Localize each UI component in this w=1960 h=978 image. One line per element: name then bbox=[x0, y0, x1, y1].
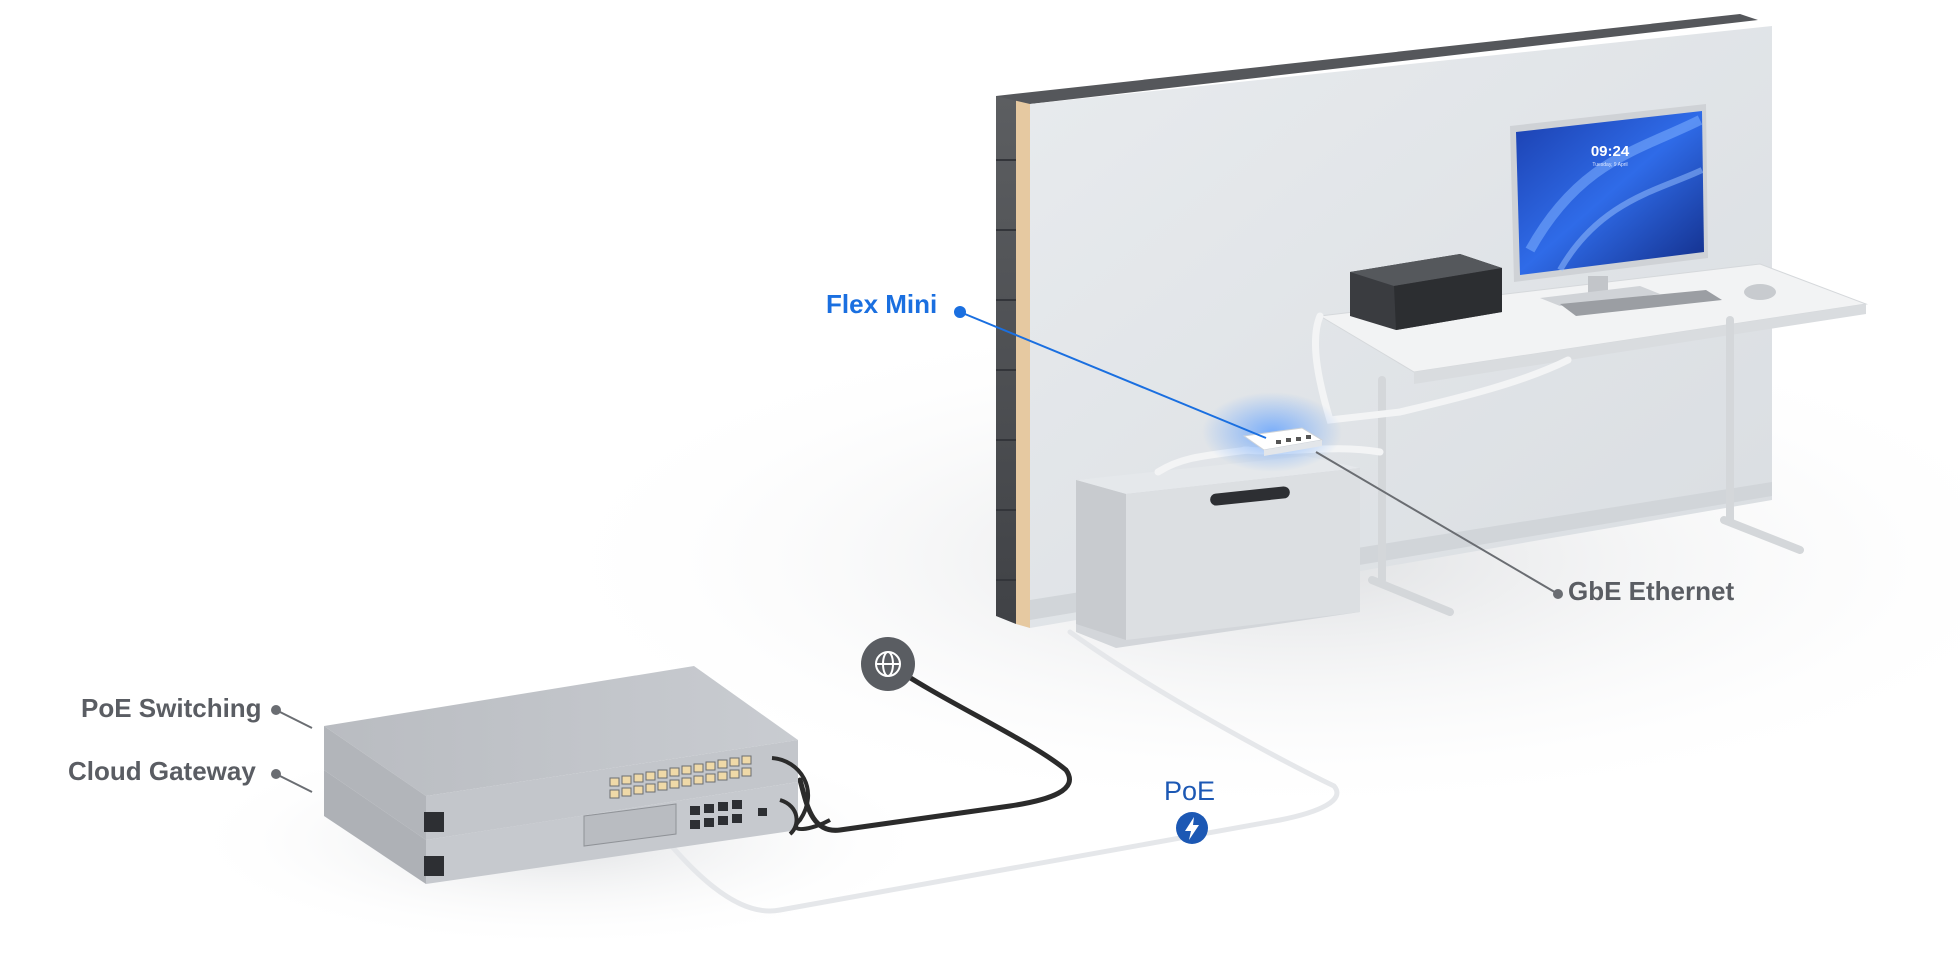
lightning-bolt-icon bbox=[1176, 812, 1208, 844]
gbe-ethernet-label: GbE Ethernet bbox=[1568, 576, 1735, 606]
flex-mini-leader bbox=[959, 311, 1267, 439]
rack-stack bbox=[324, 666, 831, 884]
poe-switch-leader bbox=[275, 709, 313, 729]
poe-cable bbox=[615, 629, 1340, 914]
globe-icon bbox=[861, 637, 915, 691]
internet-cable bbox=[797, 659, 1072, 833]
gbe-dot bbox=[1553, 589, 1563, 599]
cloud-gw-leader bbox=[275, 773, 313, 793]
poe-label: PoE bbox=[1164, 776, 1216, 806]
poe-switching-label: PoE Switching bbox=[81, 693, 262, 723]
gbe-leader bbox=[1315, 451, 1559, 595]
storage-cabinet bbox=[1076, 456, 1360, 648]
flex-mini-device bbox=[1202, 392, 1342, 472]
flex-mini-label: Flex Mini bbox=[826, 289, 938, 319]
monitor: 09:24 Tuesday, 9 April bbox=[1510, 104, 1708, 306]
mouse bbox=[1744, 284, 1776, 300]
cloud-gw-dot bbox=[271, 769, 281, 779]
cloud-gateway-label: Cloud Gateway bbox=[68, 756, 256, 786]
printer bbox=[1350, 254, 1502, 330]
poe-switch-dot bbox=[271, 705, 281, 715]
monitor-time: 09:24 bbox=[1591, 143, 1630, 160]
flex-mini-dot bbox=[954, 306, 966, 318]
desk bbox=[1318, 263, 1868, 616]
monitor-date: Tuesday, 9 April bbox=[1592, 162, 1627, 168]
keyboard bbox=[1560, 290, 1722, 316]
